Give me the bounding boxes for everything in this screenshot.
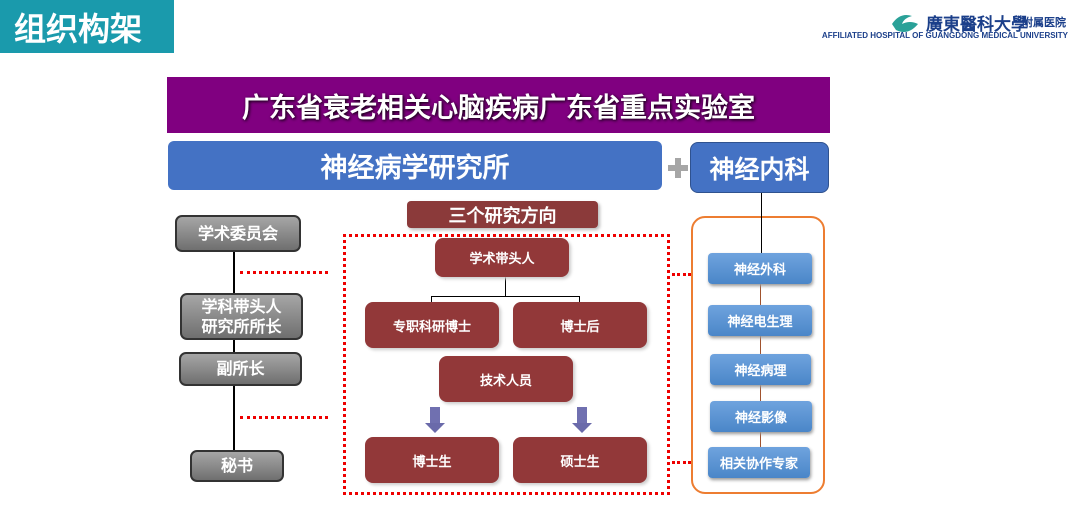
dotted-connector [672,461,691,464]
postdoc-box: 博士后 [513,302,647,348]
connector-line [761,193,762,253]
dept-neurosurgery: 神经外科 [708,253,812,284]
arrow-down-icon [425,407,445,435]
logo-icon [892,15,918,32]
master-box: 硕士生 [513,437,647,483]
deputy-director-box: 副所长 [179,352,302,386]
dept-collaborating-experts: 相关协作专家 [708,447,810,478]
logo-english: AFFILIATED HOSPITAL OF GUANGDONG MEDICAL… [821,31,1068,40]
logo-name: 廣東醫科大學 [926,15,1028,35]
connector-line [505,277,506,297]
hospital-logo: 廣東醫科大學 附属医院 [890,8,1070,44]
fulltime-researcher-box: 专职科研博士 [365,302,499,348]
dept-electrophysiology: 神经电生理 [708,305,812,336]
research-group-frame [343,234,670,495]
dotted-connector [672,273,691,276]
dotted-connector [240,271,328,274]
departments-frame [691,216,825,494]
connector-line [760,385,761,401]
connector-line [431,296,432,303]
research-heading: 三个研究方向 [407,201,598,228]
connector-line [431,296,580,297]
dotted-connector [240,416,328,419]
committee-box: 学术委员会 [175,215,301,252]
phd-box: 博士生 [365,437,499,483]
arrow-down-icon [572,407,592,435]
secretary-box: 秘书 [190,450,284,482]
connector-line [760,336,761,354]
logo-suffix: 附属医院 [1022,16,1066,29]
technician-box: 技术人员 [439,356,573,402]
plus-icon [668,158,688,178]
connector-line [760,284,761,305]
lab-banner: 广东省衰老相关心脑疾病广东省重点实验室 [167,77,830,133]
connector-line [760,432,761,447]
connector-line [579,296,580,303]
dept-neuroimaging: 神经影像 [710,401,812,432]
page-title: 组织构架 [0,0,174,53]
department-box: 神经内科 [690,142,829,193]
director-box: 学科带头人 研究所所长 [180,293,303,340]
dept-neuropathology: 神经病理 [710,354,811,385]
leader-box: 学术带头人 [435,238,569,277]
institute-box: 神经病学研究所 [168,141,662,190]
